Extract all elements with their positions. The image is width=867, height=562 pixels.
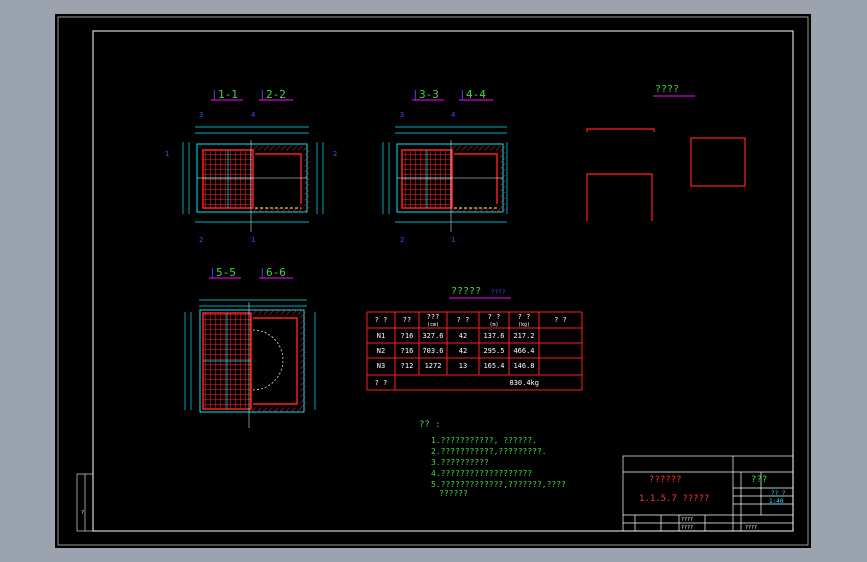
- section-label-6-6: 6-6: [266, 266, 286, 279]
- note-line-1: 1.???????????, ??????.: [431, 436, 537, 445]
- table-cell: 137.6: [483, 332, 504, 340]
- table-header-cell: ? ?: [375, 316, 388, 324]
- note-line-2: 2.???????????,?????????.: [431, 447, 547, 456]
- table-cell: 1272: [425, 362, 442, 370]
- drawing-canvas: ? | 1-1 | 2-2 3 4 2 1 1 2: [55, 14, 811, 548]
- table-cell: N1: [377, 332, 385, 340]
- mark-4-top: 4: [251, 111, 255, 119]
- svg-text:|: |: [209, 266, 216, 279]
- table-cell: 42: [459, 332, 467, 340]
- table-cell: 703.6: [422, 347, 443, 355]
- sheet-border: [92, 30, 794, 532]
- table-header-cell: ??: [403, 316, 411, 324]
- note-line-6: ??????: [439, 489, 468, 498]
- section-label-3-3: 3-3: [419, 88, 439, 101]
- table-cell: 327.6: [422, 332, 443, 340]
- table-header-cell: ? ?: [554, 316, 567, 324]
- note-line-5: 5.?????????????,???????,????: [431, 480, 566, 489]
- section-1-1-2-2-drawing: | 1-1 | 2-2 3 4 2 1 1 2: [165, 88, 337, 244]
- note-line-4: 4.???????????????????: [431, 469, 532, 478]
- table-cell: ?16: [401, 332, 414, 340]
- rebar-table: ????? ???? ? ??????(cm)? ?? ?(m)? ?(kg)?…: [366, 286, 583, 391]
- svg-text:|: |: [259, 88, 266, 101]
- rebar-shapes-title: ????: [655, 84, 679, 95]
- table-cell: 42: [459, 347, 467, 355]
- svg-text:|: |: [459, 88, 466, 101]
- mark-3-top-b: 3: [400, 111, 404, 119]
- cad-drawing: ? | 1-1 | 2-2 3 4 2 1 1 2: [57, 16, 809, 546]
- section-label-1-1: 1-1: [218, 88, 238, 101]
- table-title-suffix: ????: [491, 289, 506, 296]
- table-cell: 13: [459, 362, 467, 370]
- table-cell: ?16: [401, 347, 414, 355]
- table-cell: 466.4: [513, 347, 534, 355]
- table-cell: 295.5: [483, 347, 504, 355]
- table-header-unit: (m): [489, 322, 498, 328]
- mark-1-bottom: 1: [251, 236, 255, 244]
- table-total-label: ? ?: [375, 379, 388, 387]
- table-header-cell: ? ?: [518, 313, 531, 321]
- footer-a: ????: [681, 517, 693, 523]
- mark-3-top: 3: [199, 111, 203, 119]
- footer-c: ????: [745, 525, 757, 531]
- table-header-cell: ???: [427, 313, 440, 321]
- mark-1-bottom-b: 1: [451, 236, 455, 244]
- title-col-head: ???: [751, 475, 767, 485]
- section-label-5-5: 5-5: [216, 266, 236, 279]
- drawing-title: 1.1.5.7 ?????: [639, 494, 709, 504]
- scale-value: 1:40: [769, 498, 784, 505]
- section-3-3-4-4-drawing: | 3-3 | 4-4 3 4 2 1: [382, 88, 508, 244]
- svg-text:|: |: [412, 88, 419, 101]
- table-header-cell: ? ?: [457, 316, 470, 324]
- svg-text:|: |: [211, 88, 218, 101]
- mark-2-right: 2: [333, 150, 337, 158]
- project-title: ??????: [649, 475, 682, 485]
- outer-border: [57, 16, 809, 546]
- mark-1-left: 1: [165, 150, 169, 158]
- note-line-3: 3.??????????: [431, 458, 489, 467]
- rebar-shapes: ????: [586, 84, 746, 221]
- footer-b: ????: [681, 525, 693, 531]
- table-header-unit: (cm): [427, 322, 439, 328]
- svg-text:|: |: [259, 266, 266, 279]
- code-value: ?? ?: [771, 490, 786, 497]
- table-header-cell: ? ?: [488, 313, 501, 321]
- notes: ?? : 1.???????????, ??????. 2.??????????…: [419, 420, 566, 498]
- table-cell: ?12: [401, 362, 414, 370]
- table-cell: 146.8: [513, 362, 534, 370]
- table-header-unit: (kg): [518, 322, 530, 328]
- mark-4-top-b: 4: [451, 111, 455, 119]
- notes-title: ?? :: [419, 420, 441, 430]
- title-block: ?????? 1.1.5.7 ????? ??? ?? ? 1:40 ???? …: [622, 455, 794, 532]
- section-label-2-2: 2-2: [266, 88, 286, 101]
- table-title: ?????: [451, 286, 481, 297]
- section-5-5-6-6-drawing: | 5-5 | 6-6: [184, 266, 316, 428]
- binding-strip: ?: [76, 473, 94, 532]
- mark-2-bottom-b: 2: [400, 236, 404, 244]
- table-total-value: 830.4kg: [509, 379, 539, 387]
- mark-2-bottom: 2: [199, 236, 203, 244]
- table-cell: N3: [377, 362, 385, 370]
- svg-text:?: ?: [81, 510, 84, 516]
- section-label-4-4: 4-4: [466, 88, 486, 101]
- table-cell: 165.4: [483, 362, 504, 370]
- table-cell: 217.2: [513, 332, 534, 340]
- table-cell: N2: [377, 347, 385, 355]
